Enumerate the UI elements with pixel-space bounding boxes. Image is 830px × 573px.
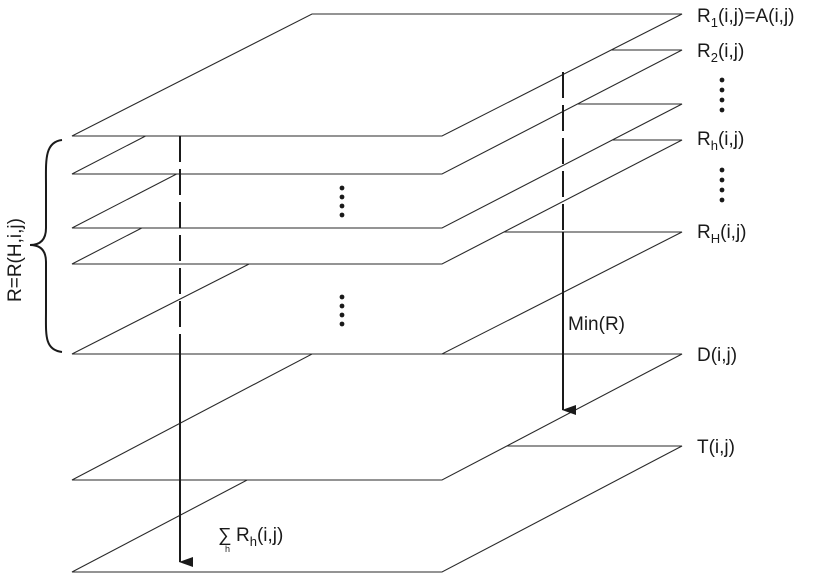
- ellipsis-inner-1: [339, 185, 345, 218]
- plane-d: [71, 231, 683, 355]
- label-sum: ∑ h Rh(i,j): [218, 525, 283, 554]
- label-rH: RH(i,j): [697, 222, 747, 246]
- label-t: T(i,j): [697, 437, 735, 458]
- label-rh: Rh(i,j): [697, 129, 744, 153]
- sum-symbol: ∑: [218, 525, 232, 546]
- plane-r1: [71, 13, 683, 137]
- base-plane: [71, 445, 683, 573]
- label-r2: R2(i,j): [697, 41, 744, 65]
- label-group: R=R(H,i,j): [5, 218, 26, 302]
- ellipsis-inner-2: [339, 294, 345, 327]
- label-d: D(i,j): [697, 345, 737, 366]
- ellipsis-labels-2: [719, 167, 725, 203]
- group-brace: [29, 139, 63, 353]
- label-r1: R1(i,j)=A(i,j): [697, 6, 795, 30]
- sum-index: h: [225, 544, 230, 554]
- label-min: Min(R): [568, 314, 625, 335]
- plane-t: [71, 353, 683, 481]
- sum-term: Rh(i,j): [236, 525, 283, 549]
- ellipsis-labels-1: [719, 77, 725, 113]
